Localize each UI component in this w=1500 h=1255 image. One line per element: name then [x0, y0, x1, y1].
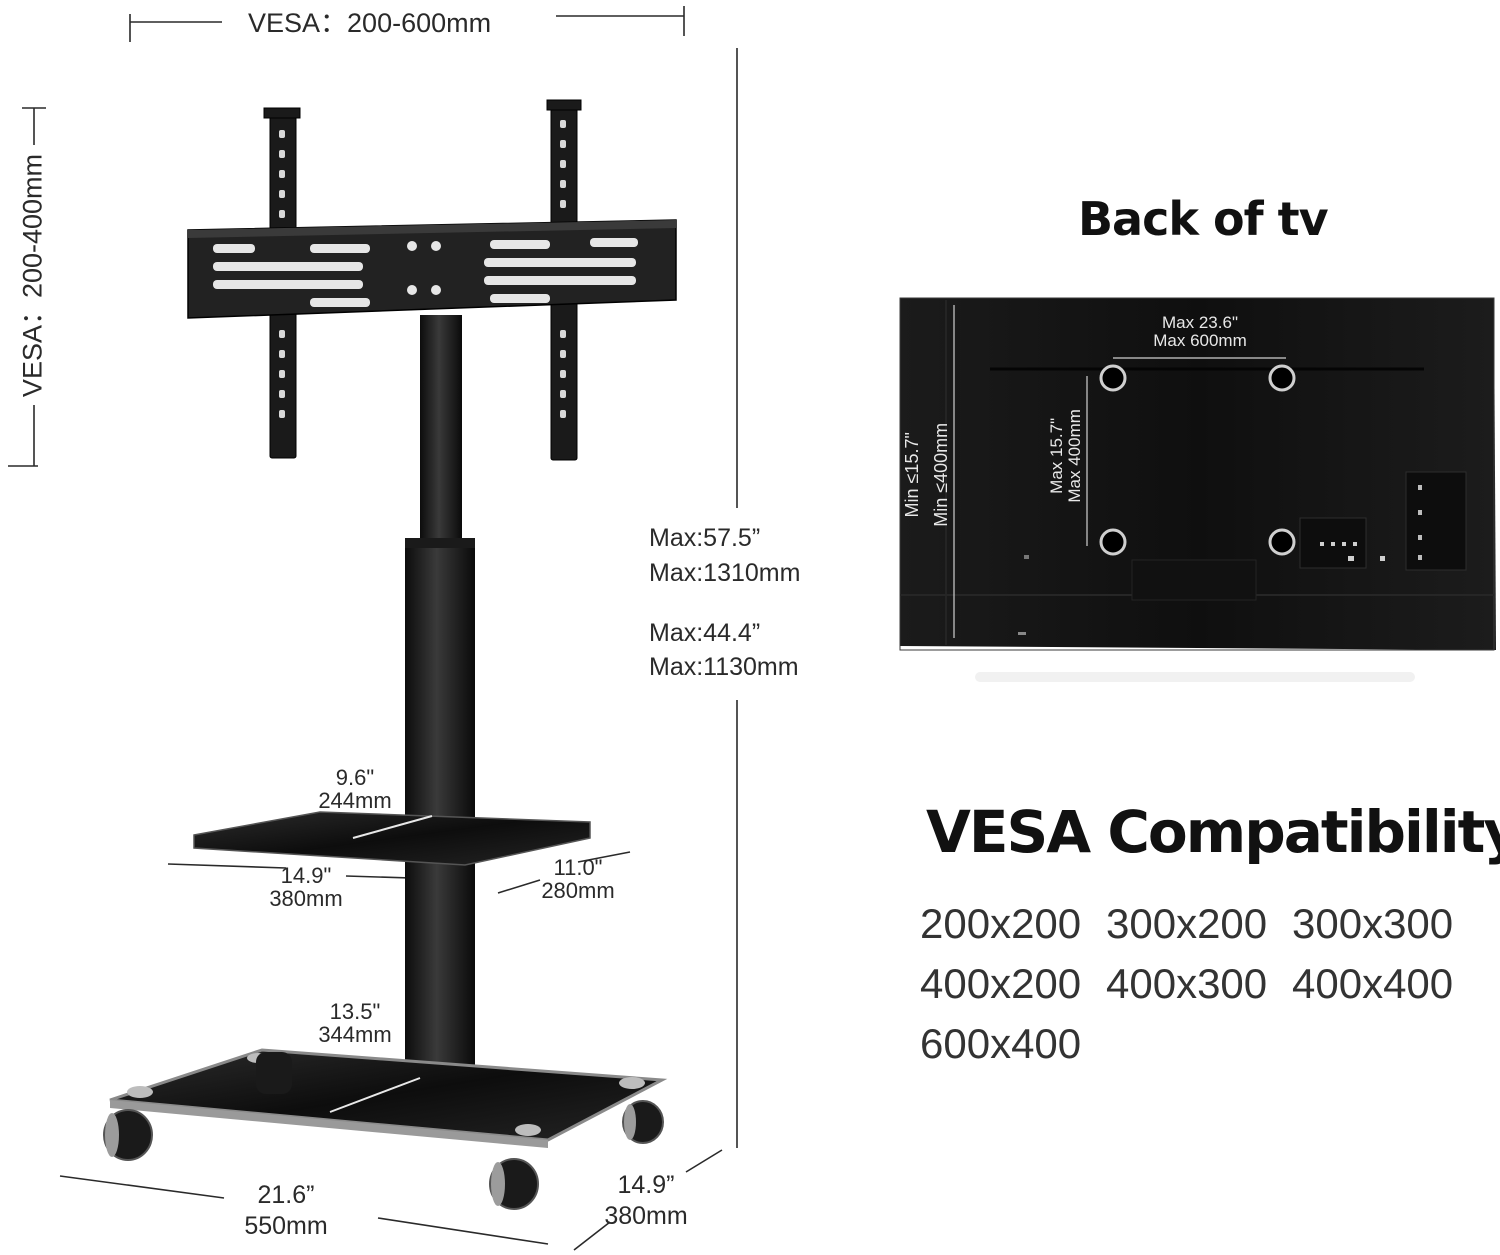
vesa-size-list: 200x200 300x200 300x300 400x200 400x300 400x… [920, 894, 1480, 1074]
tv-min-height-mm: Min ≤400mm [931, 422, 951, 527]
base-depth-label: 13.5" 344mm [300, 1000, 410, 1046]
tv-stand-drawing [103, 99, 677, 1210]
dimension-lines [8, 6, 738, 1251]
base-width-label: 21.6” 550mm [228, 1180, 344, 1243]
vesa-size-item: 300x200 [1106, 900, 1268, 947]
max-height-mm-label: Max:1310mm [649, 559, 801, 587]
tv-back-drawing [899, 297, 1496, 682]
shelf-depth-mm: 244mm [318, 788, 392, 814]
tv-min-height-inch: Min ≤15.7" [902, 432, 923, 518]
vesa-compatibility-title: VESA Compatibility [926, 798, 1500, 866]
base-depth-mm: 344mm [318, 1022, 392, 1048]
min-height-inch-label: Max:44.4” [649, 619, 761, 647]
tv-max-height-inch: Max 15.7" [1047, 417, 1067, 494]
tv-min-height-label: Min ≤15.7" Min ≤400mm [898, 410, 956, 540]
vesa-size-item: 400x400 [1292, 960, 1454, 1007]
shelf-width-mm: 380mm [269, 886, 343, 912]
tv-max-width-mm: Max 600mm [1153, 330, 1247, 350]
tv-back-title: Back of tv [1078, 192, 1329, 246]
vesa-size-item: 300x300 [1292, 900, 1454, 947]
shelf-width-label: 14.9" 380mm [254, 864, 358, 910]
max-height-inch-label: Max:57.5” [649, 524, 761, 552]
shelf-length-mm: 280mm [541, 878, 615, 904]
shelf-width-inch: 14.9" [280, 863, 332, 888]
vesa-width-label: VESA：200-600mm [248, 8, 492, 38]
base-length-inch: 14.9” [617, 1171, 675, 1199]
shelf-length-inch: 11.0" [553, 855, 603, 880]
shelf-length-label: 11.0" 280mm [526, 856, 630, 902]
base-depth-inch: 13.5" [329, 999, 381, 1024]
tv-max-height-label: Max 15.7" Max 400mm [1047, 386, 1084, 526]
vesa-size-item: 600x400 [920, 1020, 1082, 1067]
tv-max-width-inch: Max 23.6" [1162, 313, 1238, 332]
min-height-mm-label: Max:1130mm [649, 653, 799, 681]
tv-max-height-mm: Max 400mm [1065, 409, 1084, 503]
base-length-label: 14.9” 380mm [588, 1170, 704, 1233]
vesa-height-label: VESA：200-400mm [17, 153, 48, 398]
vesa-size-item: 200x200 [920, 900, 1082, 947]
tv-max-width-label: Max 23.6" Max 600mm [1140, 314, 1260, 350]
shelf-depth-label: 9.6" 244mm [300, 766, 410, 812]
vesa-size-item: 400x200 [920, 960, 1082, 1007]
base-width-inch: 21.6” [257, 1181, 315, 1209]
base-width-mm: 550mm [244, 1212, 328, 1241]
base-length-mm: 380mm [604, 1202, 688, 1231]
vesa-size-item: 400x300 [1106, 960, 1268, 1007]
shelf-depth-inch: 9.6" [335, 765, 375, 790]
